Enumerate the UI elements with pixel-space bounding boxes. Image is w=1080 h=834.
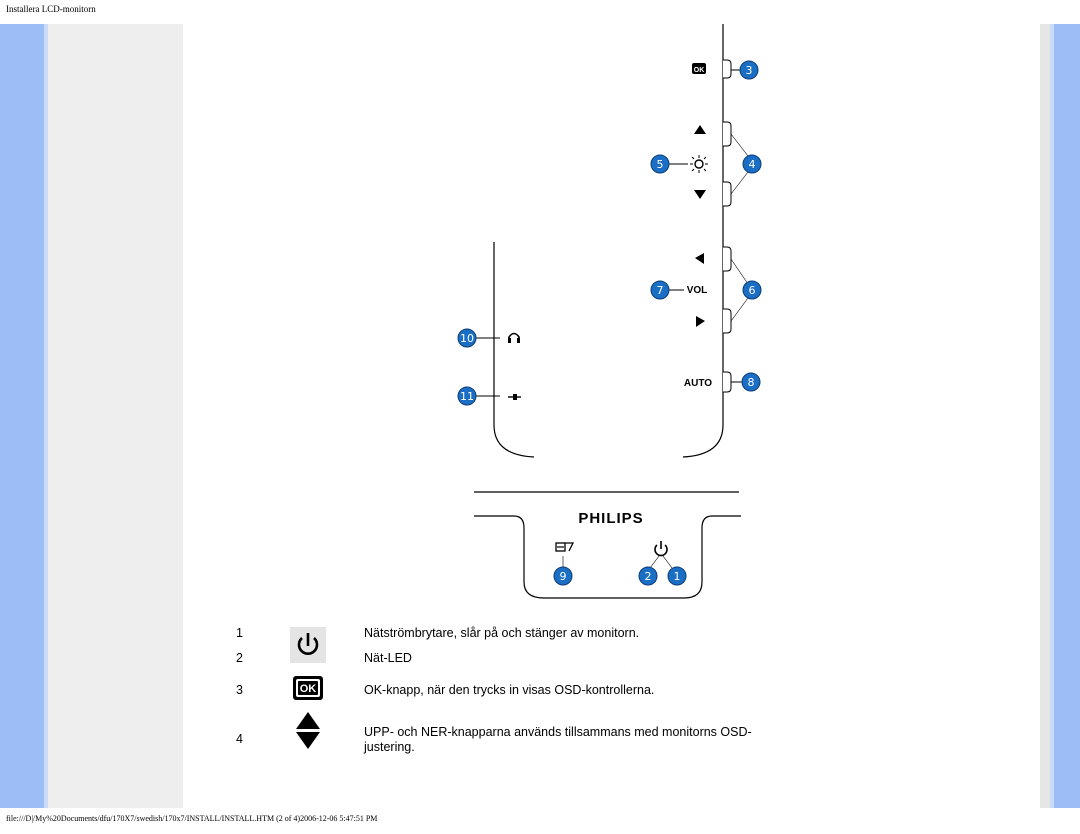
callout-2: 2 — [638, 566, 658, 586]
brightness-icon — [690, 155, 708, 173]
svg-text:8: 8 — [748, 376, 755, 389]
input-icon — [555, 542, 575, 552]
svg-text:7: 7 — [657, 284, 664, 297]
ok-icon: OK — [293, 676, 323, 700]
page-title: Installera LCD-monitorn — [6, 4, 96, 14]
auto-side-button — [723, 371, 732, 393]
svg-text:10: 10 — [460, 332, 474, 345]
left-decorative-band — [0, 24, 48, 808]
legend-description: UPP- och NER-knapparna används tillsamma… — [364, 725, 752, 754]
callout-7: 7 — [650, 280, 670, 300]
svg-text:1: 1 — [674, 570, 681, 583]
callout-4: 4 — [742, 154, 762, 174]
callout-11: 11 — [457, 386, 477, 406]
right-side-button — [696, 308, 732, 334]
power-icon — [290, 627, 326, 663]
svg-text:5: 5 — [657, 158, 664, 171]
right-gray-panel — [1040, 24, 1050, 808]
up-side-button — [694, 121, 732, 147]
callout-6: 6 — [742, 280, 762, 300]
auto-label: AUTO — [684, 378, 712, 389]
legend-description: OK-knapp, när den trycks in visas OSD-ko… — [364, 683, 655, 697]
svg-text:3: 3 — [746, 64, 753, 77]
vol-label: VOL — [687, 285, 708, 296]
legend-description: Nätströmbrytare, slår på och stänger av … — [364, 626, 640, 640]
up-down-arrows-icon — [296, 712, 320, 749]
svg-text:OK: OK — [300, 683, 317, 695]
headphone-icon — [508, 332, 520, 343]
legend-description: Nät-LED — [364, 651, 412, 665]
svg-text:4: 4 — [749, 158, 756, 171]
page-footer: file:///D|/My%20Documents/dfu/170X7/swed… — [6, 814, 378, 823]
right-decorative-band — [1050, 24, 1080, 808]
left-gray-panel — [48, 24, 183, 808]
down-side-button — [694, 181, 732, 207]
legend-number: 2 — [236, 651, 243, 665]
ok-side-label: OK — [694, 67, 705, 74]
ok-side-button: OK — [692, 59, 732, 79]
callout-3: 3 — [739, 60, 759, 80]
callout-1: 1 — [667, 566, 687, 586]
legend-number: 4 — [236, 732, 243, 746]
power-button-icon — [654, 541, 668, 557]
callout-5: 5 — [650, 154, 670, 174]
callout-9: 9 — [553, 566, 573, 586]
svg-text:6: 6 — [749, 284, 756, 297]
legend-number: 3 — [236, 683, 243, 697]
callout-8: 8 — [741, 372, 761, 392]
svg-text:11: 11 — [460, 390, 474, 403]
philips-logo: PHILIPS — [578, 510, 643, 527]
left-side-button — [695, 246, 732, 272]
usb-icon — [508, 394, 521, 400]
svg-text:2: 2 — [645, 570, 652, 583]
legend-number: 1 — [236, 626, 243, 640]
callout-10: 10 — [457, 328, 477, 348]
svg-text:9: 9 — [560, 570, 567, 583]
